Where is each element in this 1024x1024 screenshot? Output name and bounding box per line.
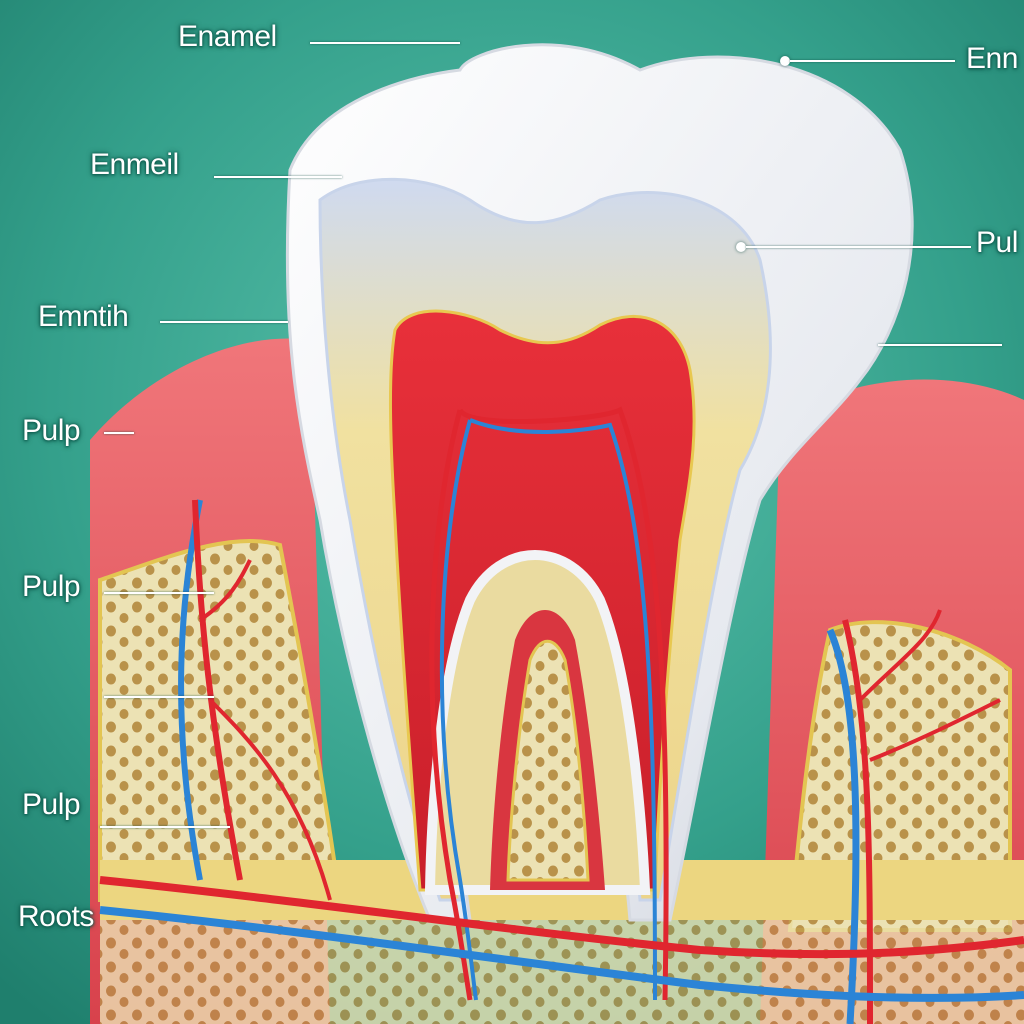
label-emntih: Emntih bbox=[38, 300, 129, 333]
leader-emntih bbox=[160, 321, 288, 323]
label-enmeil: Enmeil bbox=[90, 148, 179, 181]
leader-enamel-top-left bbox=[310, 42, 460, 44]
leader-pulp-2-lower bbox=[104, 696, 214, 698]
bone-left bbox=[98, 539, 343, 902]
leader-dot-pulp-right bbox=[736, 242, 746, 252]
label-enamel-top-right: Enn bbox=[966, 42, 1018, 75]
label-roots: Roots bbox=[18, 900, 94, 933]
leader-enamel-top-right bbox=[790, 60, 955, 62]
label-pulp-3: Pulp bbox=[22, 788, 81, 821]
bone-vessel-blue-left bbox=[178, 499, 203, 881]
leader-enmeil bbox=[214, 176, 342, 178]
leader-pulp-2 bbox=[104, 592, 214, 594]
leader-pulp-right bbox=[746, 246, 971, 248]
bottom-artery bbox=[99, 876, 1024, 959]
bottom-vein bbox=[99, 906, 1024, 1002]
leader-dot-enamel-top-right bbox=[780, 56, 790, 66]
bone-vessel-branch-left bbox=[198, 559, 332, 901]
label-pulp-right: Pul bbox=[976, 226, 1018, 259]
leader-right-mid bbox=[878, 344, 1002, 346]
bone-vessel-red-left bbox=[192, 499, 243, 881]
label-enamel-top-left: Enamel bbox=[178, 20, 277, 53]
label-pulp-1: Pulp bbox=[22, 414, 81, 447]
inter-root-bone bbox=[506, 639, 590, 882]
label-pulp-2: Pulp bbox=[22, 570, 81, 603]
pulp-vein bbox=[469, 418, 657, 1001]
bone-vessel-branch-right bbox=[858, 609, 1001, 762]
pulp-artery bbox=[457, 406, 669, 1001]
leader-pulp-3 bbox=[100, 826, 230, 828]
leader-pulp-1 bbox=[104, 432, 134, 434]
